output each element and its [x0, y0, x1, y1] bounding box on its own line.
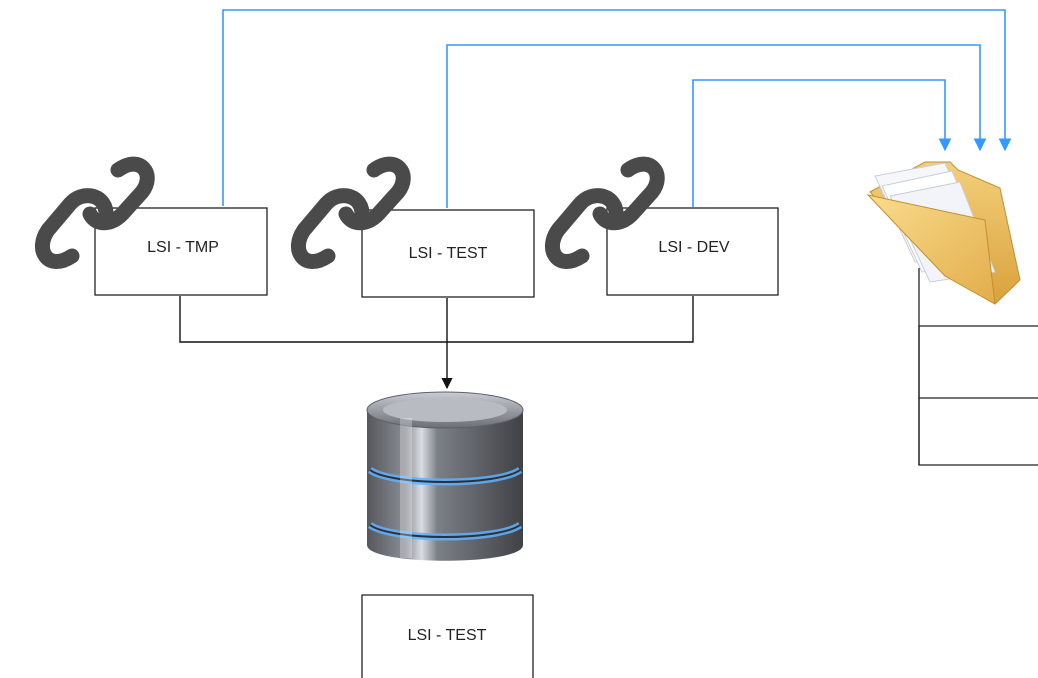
connector-tmp-to-folder	[222, 9, 1012, 206]
chain-link-icon	[35, 156, 155, 269]
black-connectors	[179, 296, 694, 390]
folder-icon	[866, 161, 1021, 305]
node-lsi-test[interactable]: LSI - TEST	[291, 156, 535, 298]
connector-test-to-folder	[446, 44, 987, 208]
node-box	[606, 207, 779, 296]
connector-dev-to-folder	[692, 79, 952, 207]
node-label: LSI - TEST	[408, 627, 487, 644]
blue-connectors	[222, 9, 1012, 208]
chain-link-icon	[545, 156, 665, 269]
node-box	[361, 594, 534, 678]
folder-panel-frame	[918, 325, 1038, 466]
node-label: LSI - TEST	[409, 245, 488, 262]
chain-link-icon	[291, 156, 411, 269]
node-lsi-tmp[interactable]: LSI - TMP	[35, 156, 268, 296]
node-folder[interactable]	[866, 161, 1038, 466]
connector-tmp-to-bus	[179, 296, 694, 343]
node-box	[361, 209, 535, 298]
node-lsi-dev[interactable]: LSI - DEV	[545, 156, 779, 296]
node-database[interactable]: LSI - TEST	[361, 391, 534, 678]
database-icon	[366, 391, 524, 561]
node-label: LSI - DEV	[658, 239, 729, 256]
node-label: LSI - TMP	[147, 239, 219, 256]
